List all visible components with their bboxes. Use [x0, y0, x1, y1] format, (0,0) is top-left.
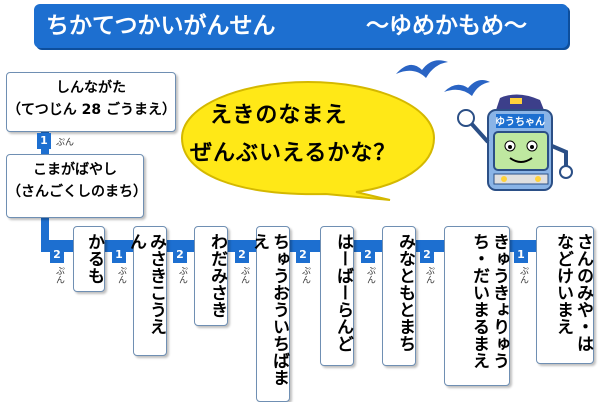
bubble-line-1: えきのなまえ	[210, 103, 348, 128]
station-komagabayashi: こまがばやし （さんごくしのまち）	[6, 154, 147, 218]
station-name: こまがばやし	[33, 162, 117, 178]
station-name: きゅうきょりゅうち・だいまるまえ	[469, 233, 509, 369]
minutes-badge: 2	[420, 247, 434, 263]
minutes-unit: ぷん	[56, 138, 75, 148]
minutes-badge: 2	[361, 247, 375, 263]
station-harborland: はーばーらんど	[320, 226, 354, 366]
minutes-unit: ぷん	[54, 266, 64, 284]
bubble-line-2: ぜんぶいえるかな？	[190, 141, 397, 166]
station-name: みなともとまち	[395, 233, 415, 352]
minutes-unit: ぷん	[239, 266, 249, 284]
minutes-unit: ぷん	[177, 266, 187, 284]
minutes-unit: ぷん	[365, 266, 375, 284]
minutes-unit: ぷん	[116, 266, 126, 284]
line-nickname: ～ゆめかもめ～	[366, 13, 527, 39]
station-karumo: かるも	[73, 226, 105, 292]
station-subname: （さんごくしのまち）	[7, 184, 147, 200]
station-name: みさきこうえん	[126, 233, 166, 335]
minutes-badge: 2	[50, 247, 64, 263]
minutes-badge: 2	[235, 247, 249, 263]
station-kyukyoryuchi-daimarumae: きゅうきょりゅうち・だいまるまえ	[444, 226, 510, 386]
minutes-badge: 1	[37, 133, 51, 149]
station-name: さんのみや・はなどけいまえ	[553, 233, 593, 352]
mascot-train-icon: ゆうちゃん	[457, 94, 573, 191]
minutes-badge: 1	[514, 247, 528, 263]
station-name: はーばーらんど	[333, 233, 353, 352]
station-name: かるも	[84, 233, 104, 284]
minutes-unit: ぷん	[300, 266, 310, 284]
station-name: ちゅうおういちばまえ	[249, 233, 289, 386]
speech-bubble	[180, 80, 436, 201]
station-subname: （てつじん 28 ごうまえ）	[7, 102, 176, 118]
minutes-unit: ぷん	[424, 266, 434, 284]
station-name: わだみさき	[207, 233, 227, 318]
line-name: ちかてつかいがんせん	[46, 13, 276, 39]
minutes-badge: 2	[296, 247, 310, 263]
minutes-unit: ぷん	[518, 266, 528, 284]
minutes-badge: 1	[112, 247, 126, 263]
mascot-name: ゆうちゃん	[495, 116, 545, 128]
station-minato-motomachi: みなともとまち	[382, 226, 416, 366]
station-sannomiya-hanadokeimae: さんのみや・はなどけいまえ	[536, 226, 594, 364]
bubble-text: えきのなまえ ぜんぶいえるかな？	[190, 97, 430, 173]
station-name: しんながた	[56, 80, 126, 96]
station-chuo-ichiba-mae: ちゅうおういちばまえ	[249, 226, 290, 402]
station-shin-nagata: しんながた （てつじん 28 ごうまえ）	[6, 72, 176, 132]
minutes-badge: 2	[173, 247, 187, 263]
seagulls-icon	[396, 60, 490, 96]
station-wadamisaki: わだみさき	[194, 226, 228, 326]
title-banner: ちかてつかいがんせん ～ゆめかもめ～	[34, 4, 568, 48]
station-misaki-koen: みさきこうえん	[126, 226, 167, 356]
